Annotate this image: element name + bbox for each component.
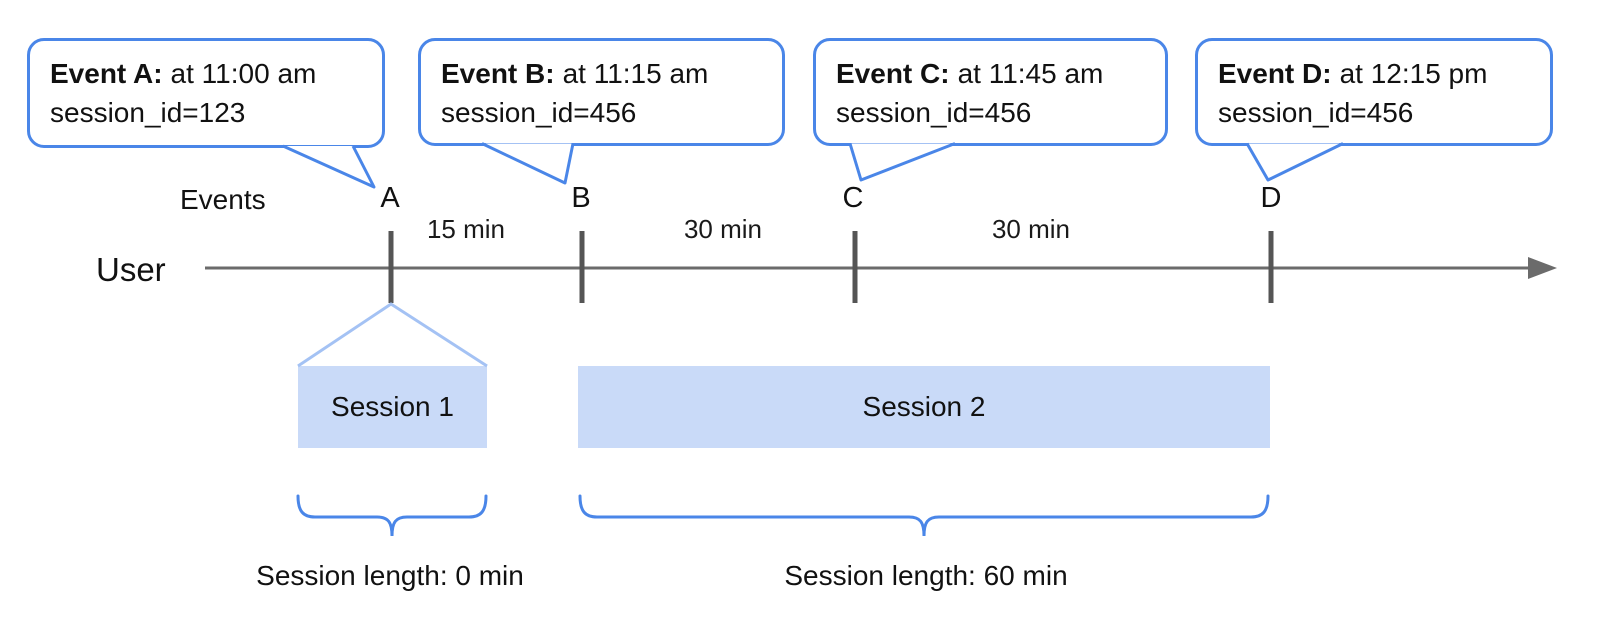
callout-event-d-line1: Event D:at 12:15 pm	[1218, 54, 1530, 93]
session-1-brace	[296, 494, 488, 537]
session-2-length-label: Session length: 60 min	[784, 560, 1068, 591]
event-c-time: at 11:45 am	[957, 58, 1104, 89]
timeline-arrowhead-icon	[1528, 257, 1557, 279]
event-b-time: at 11:15 am	[562, 58, 709, 89]
events-row-label: Events	[180, 184, 266, 215]
event-a-time: at 11:00 am	[170, 58, 317, 89]
interval-c-d-label: 30 min	[991, 214, 1071, 244]
callout-tail-c	[848, 142, 956, 182]
event-b-session-id: session_id=456	[441, 97, 637, 128]
event-letter-b: B	[571, 182, 591, 214]
session-1-box: Session 1	[298, 366, 487, 448]
callout-event-d: Event D:at 12:15 pm session_id=456	[1195, 38, 1553, 146]
event-d-session-id: session_id=456	[1218, 97, 1414, 128]
user-row-label: User	[96, 251, 166, 288]
event-letter-c: C	[842, 182, 864, 214]
event-c-title: Event C:	[836, 58, 950, 89]
callout-event-a: Event A:at 11:00 am session_id=123	[27, 38, 385, 148]
session-1-label: Session 1	[331, 391, 454, 422]
event-c-session-id: session_id=456	[836, 97, 1032, 128]
event-a-session-id: session_id=123	[50, 97, 246, 128]
session-1-length-label: Session length: 0 min	[256, 560, 524, 591]
interval-a-b-label: 15 min	[426, 214, 506, 244]
callout-event-b: Event B:at 11:15 am session_id=456	[418, 38, 785, 146]
callout-tail-d	[1245, 142, 1344, 182]
event-letter-a: A	[380, 182, 400, 214]
callout-event-c-line1: Event C:at 11:45 am	[836, 54, 1145, 93]
event-letter-d: D	[1260, 182, 1282, 214]
callout-event-a-line1: Event A:at 11:00 am	[50, 54, 362, 93]
event-d-title: Event D:	[1218, 58, 1332, 89]
callout-event-b-line1: Event B:at 11:15 am	[441, 54, 762, 93]
session-2-label: Session 2	[862, 391, 986, 422]
interval-b-c-label: 30 min	[683, 214, 763, 244]
session-2-box: Session 2	[578, 366, 1270, 448]
event-b-title: Event B:	[441, 58, 555, 89]
callout-tail-b	[481, 142, 575, 185]
event-d-time: at 12:15 pm	[1339, 58, 1488, 89]
session-1-connector	[297, 302, 488, 368]
event-a-title: Event A:	[50, 58, 163, 89]
session-2-brace	[578, 494, 1270, 537]
callout-event-c: Event C:at 11:45 am session_id=456	[813, 38, 1168, 146]
callout-tail-a	[282, 144, 376, 189]
